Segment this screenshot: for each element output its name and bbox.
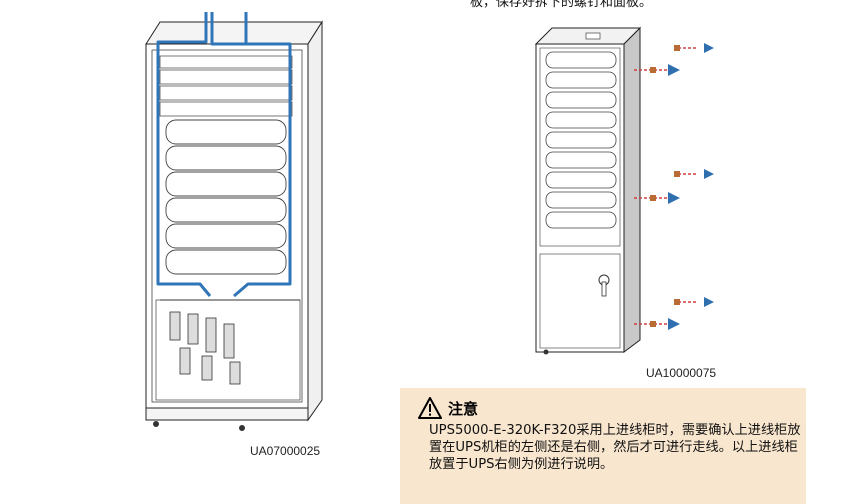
figure-right-caption: UA10000075 [646, 366, 717, 380]
notice-body-text: UPS5000-E-320K-F320采用上进线柜时，需要确认上进线柜放置在UP… [429, 423, 801, 472]
ups-cabinet-cable-routing-illustration [145, 12, 323, 431]
notice-box: 注意 UPS5000-E-320K-F320采用上进线柜时，需要确认上进线柜放置… [400, 388, 806, 504]
figure-left-caption: UA07000025 [250, 444, 321, 458]
notice-header: 注意 [418, 396, 478, 420]
warning-triangle-icon [418, 397, 442, 419]
top-instruction-text: 板，保存好拆下的螺钉和面板。 [470, 0, 653, 10]
notice-title: 注意 [448, 399, 479, 418]
ups-cabinet-side-panel-removal-illustration [534, 26, 714, 355]
